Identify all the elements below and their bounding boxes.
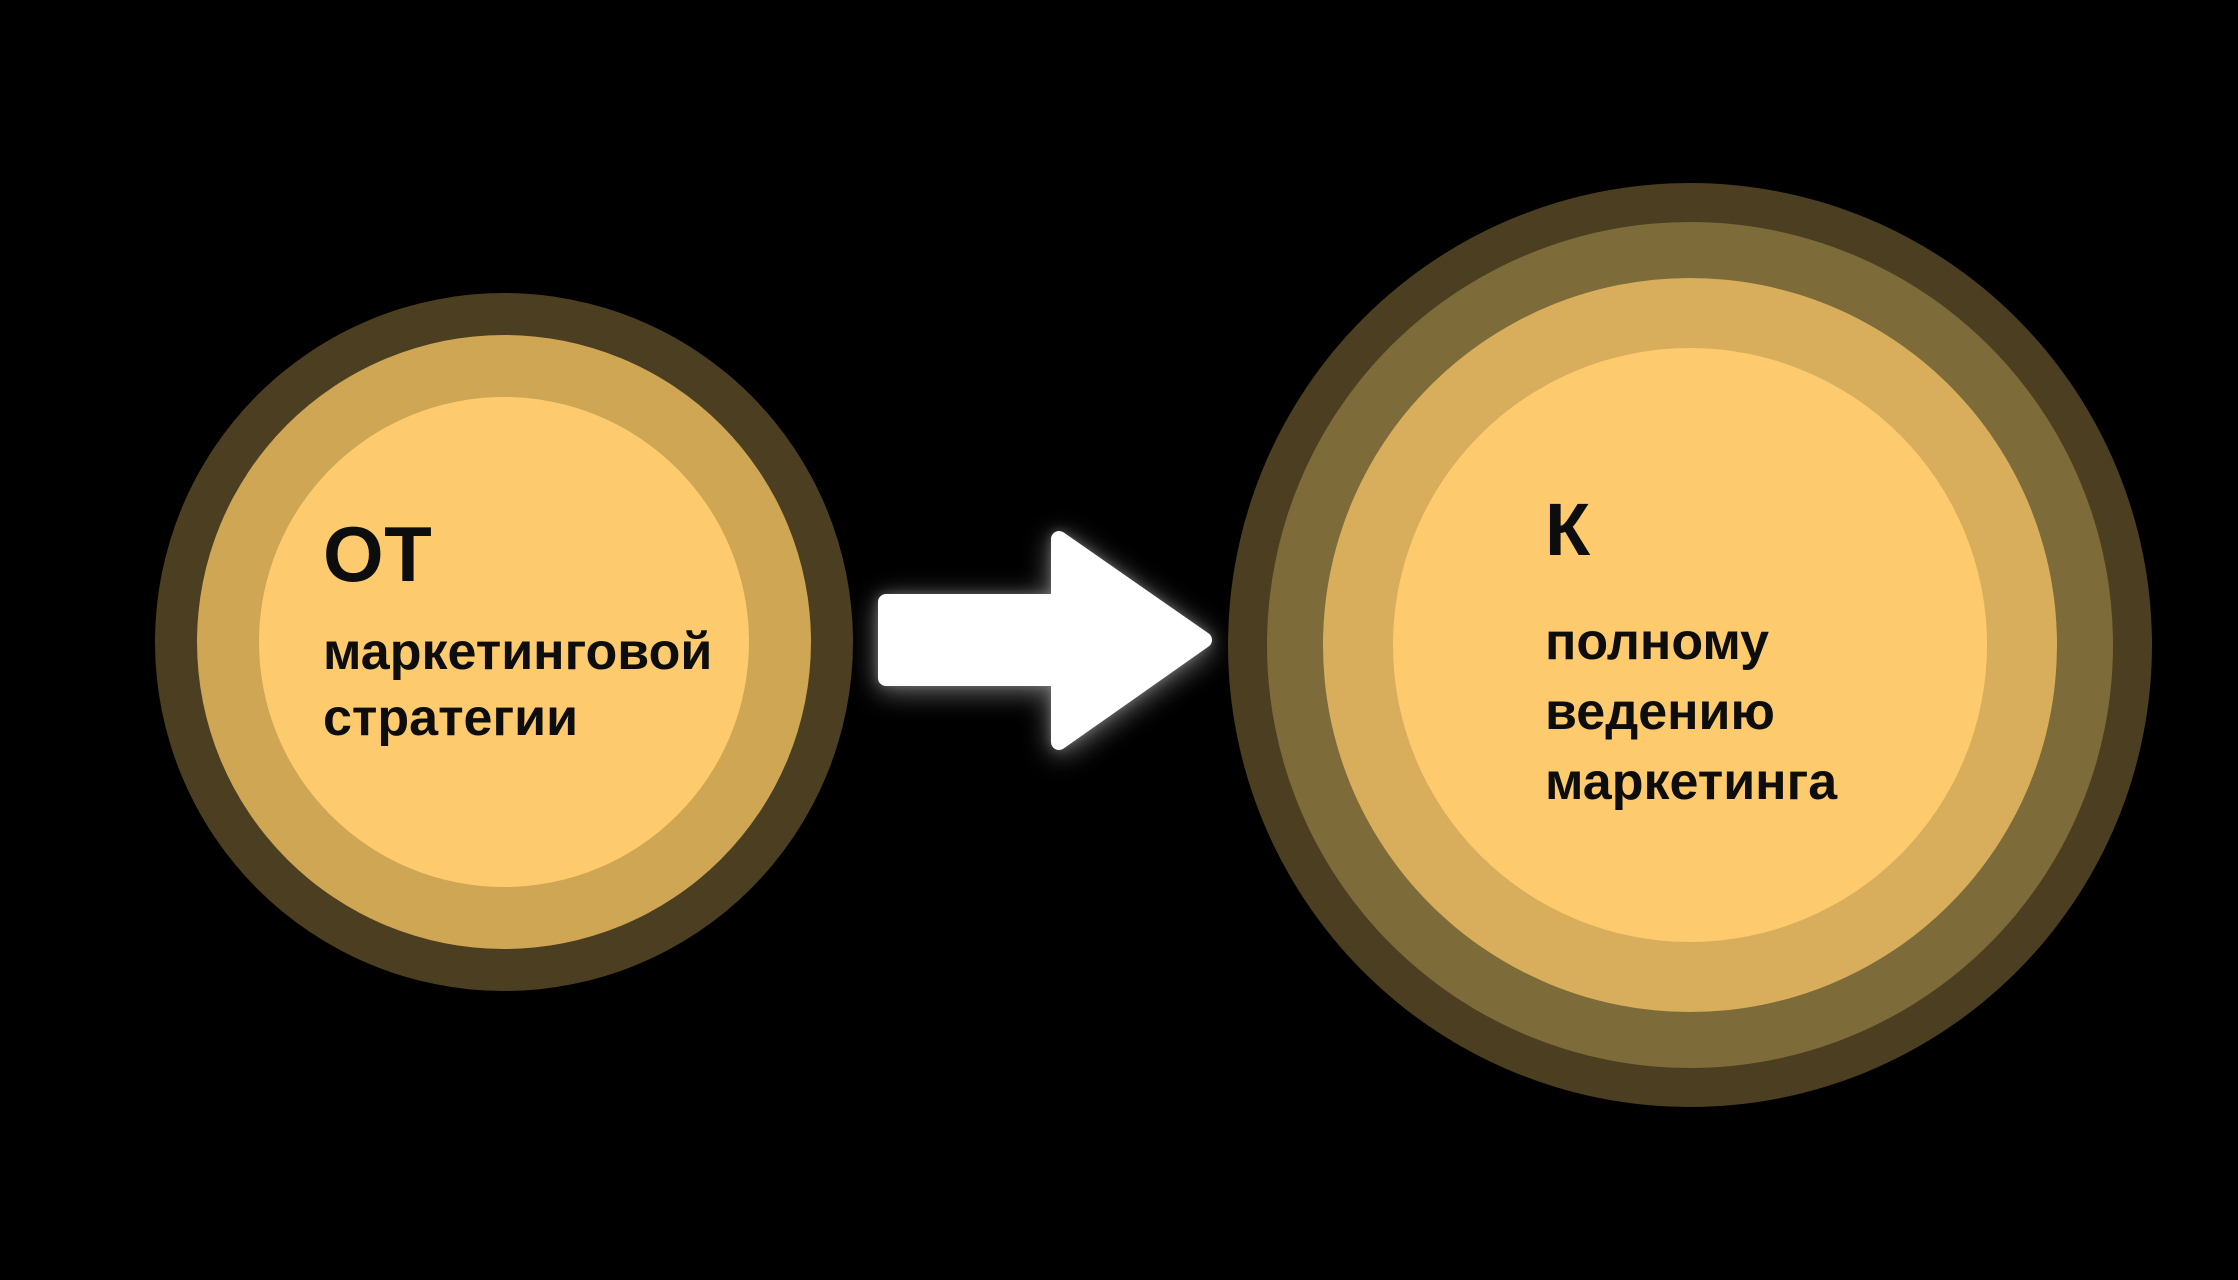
to-circle-text: К полному ведению маркетинга [1545,493,1837,817]
from-circle-label-line: маркетинговой [323,623,713,681]
to-circle-label-line: маркетинга [1545,753,1838,811]
to-circle-heading: К [1545,488,1591,571]
to-circle-label-line: ведению [1545,683,1775,741]
to-circle-inner-disc [1393,348,1987,942]
from-circle-label-line: стратегии [323,689,579,747]
from-circle-label: маркетинговой стратегии [323,619,712,751]
from-circle-inner-disc [259,397,749,887]
from-circle-text: ОТ маркетинговой стратегии [323,515,712,751]
arrow-right-icon [878,531,1212,750]
to-circle: К полному ведению маркетинга [1228,183,2152,1107]
from-circle-heading: ОТ [323,510,433,598]
from-circle: ОТ маркетинговой стратегии [155,293,853,991]
to-circle-label-line: полному [1545,613,1770,671]
to-circle-label: полному ведению маркетинга [1545,607,1837,817]
